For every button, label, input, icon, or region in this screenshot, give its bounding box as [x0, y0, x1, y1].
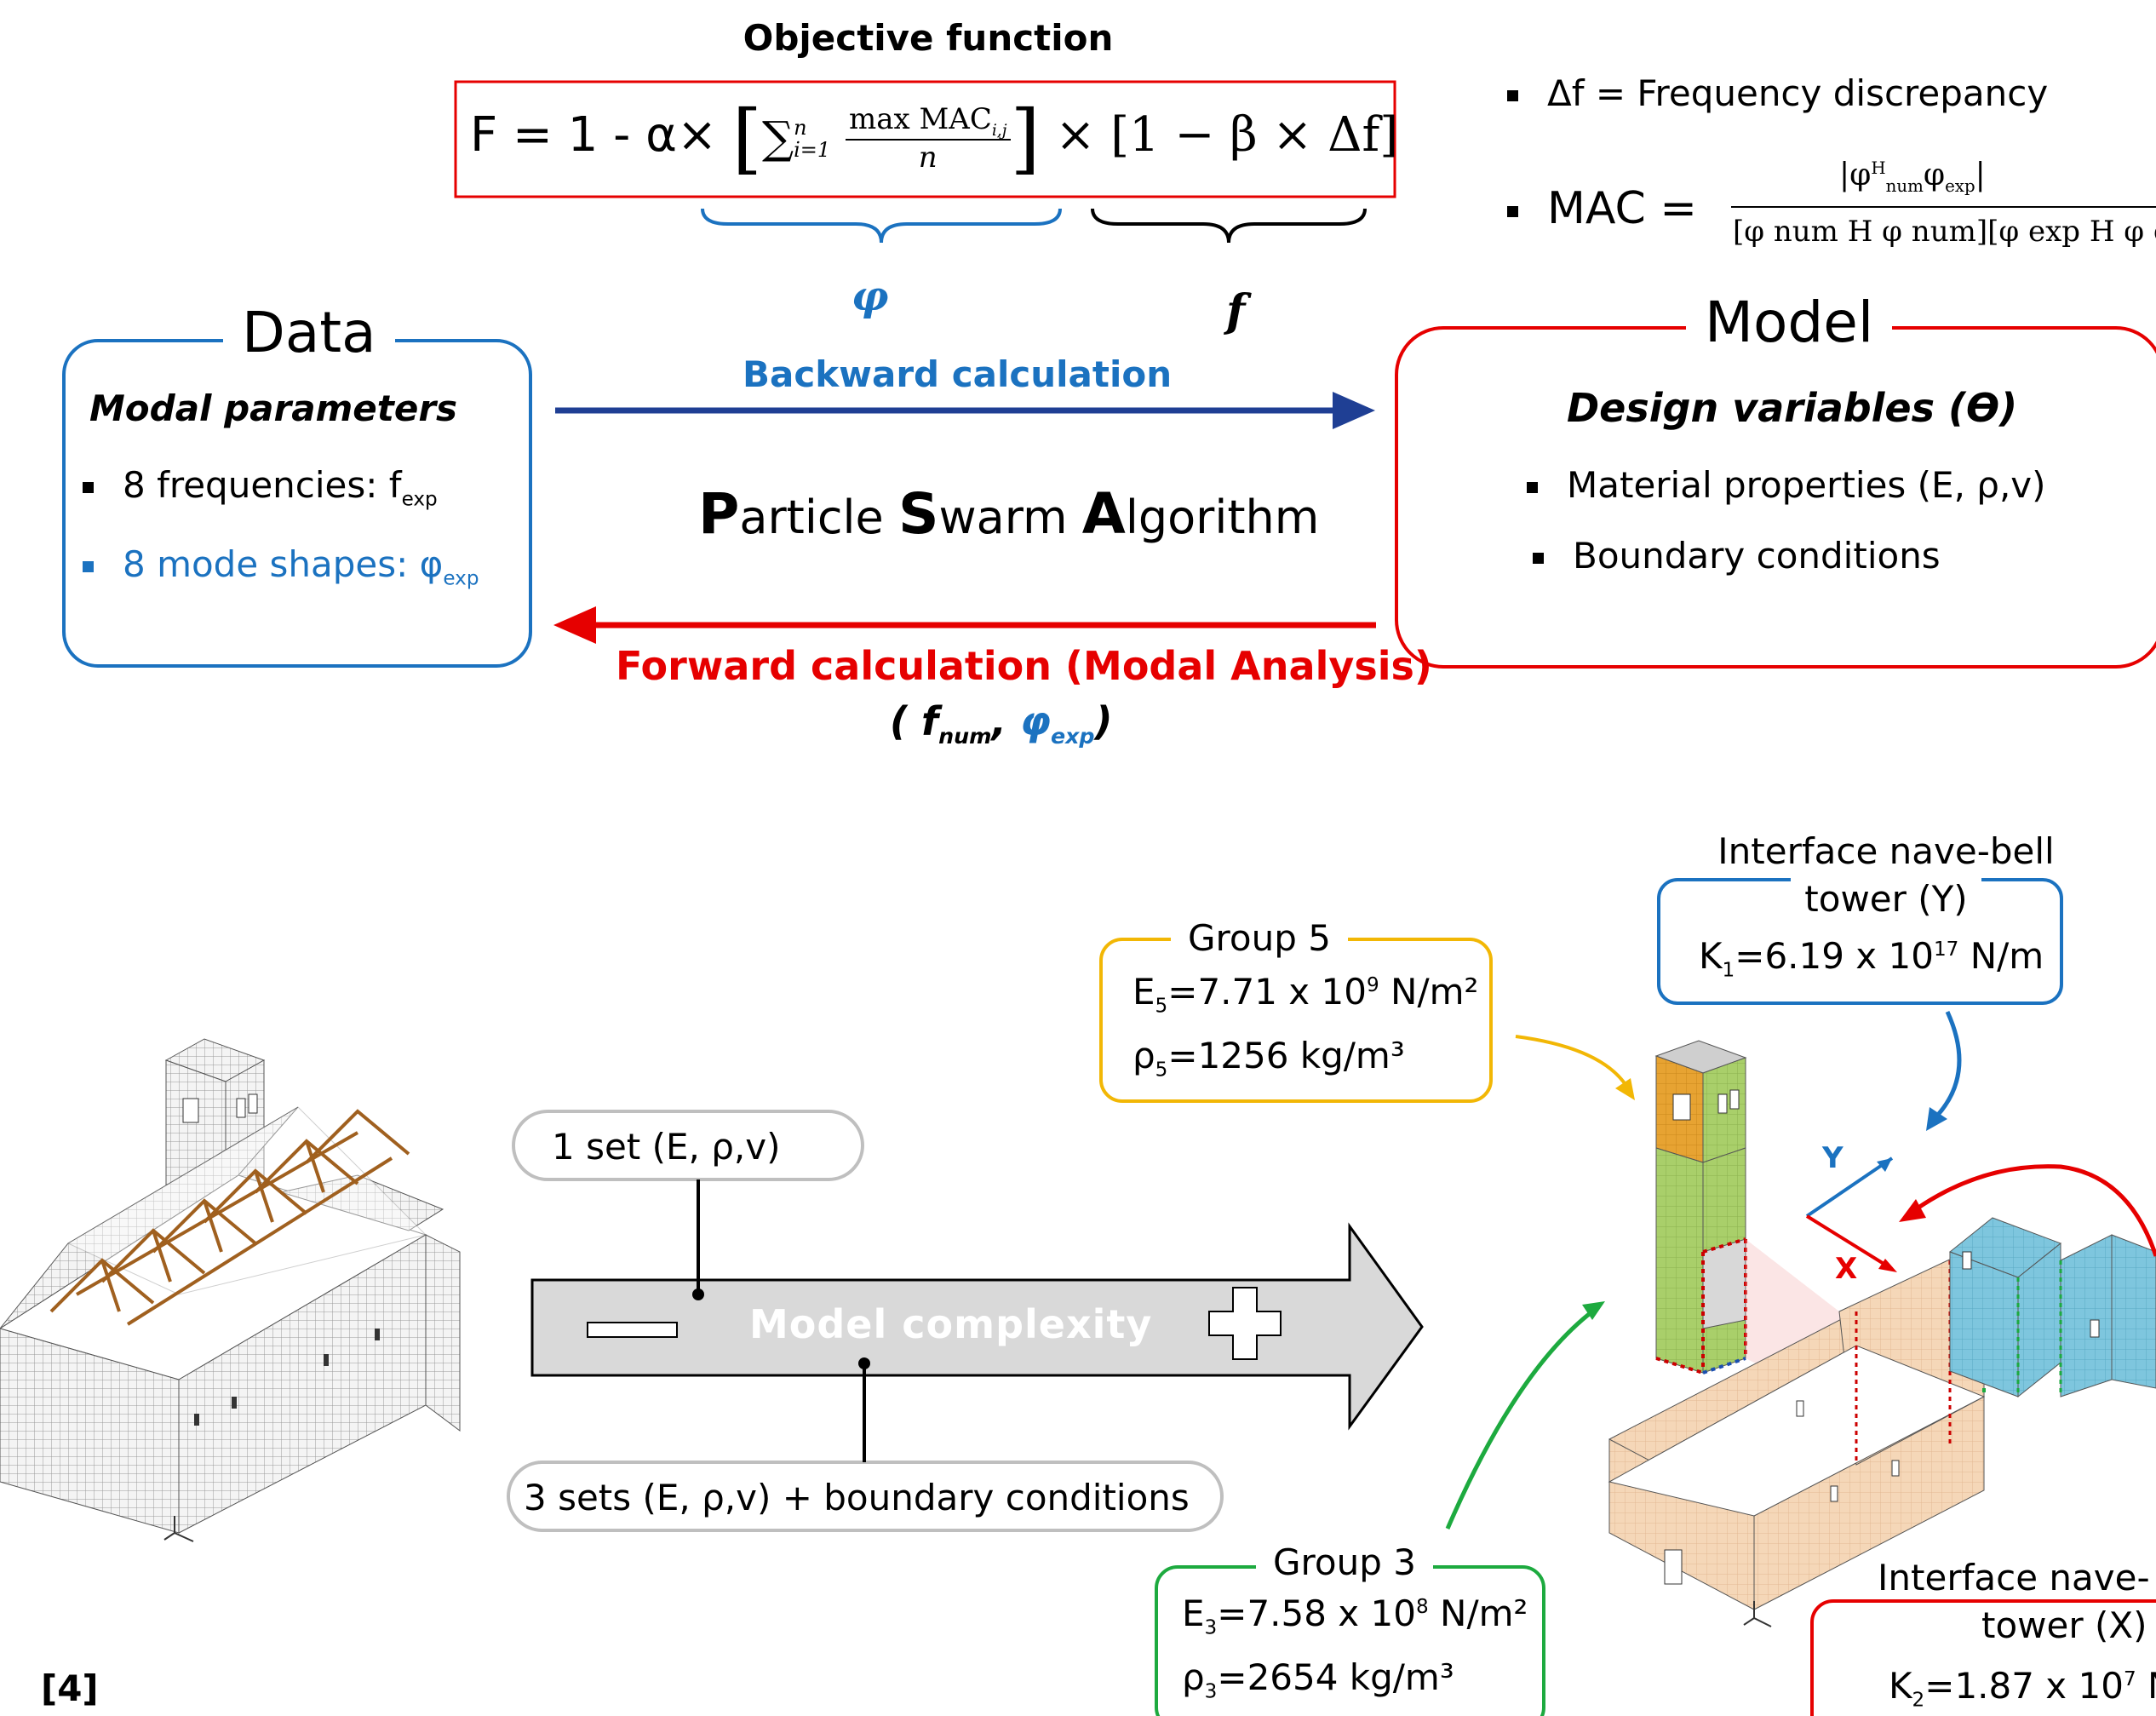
group5-rho: ρ5=1256 kg/m³ — [1132, 1035, 1405, 1082]
legend-item-frequency: Δf = Frequency discrepancy — [1507, 72, 2048, 114]
f-brace-symbol: f — [1226, 285, 1246, 337]
backward-arrowhead — [1333, 392, 1375, 429]
phi-brace — [701, 208, 1062, 244]
interface-y-k: K1=6.19 x 1017 N/m — [1699, 935, 2044, 982]
particle-swarm-algorithm: Particle Swarm Algorithm — [698, 481, 1320, 547]
model-item-boundary: Boundary conditions — [1533, 535, 1941, 577]
legend-item-mac: MAC = — [1507, 183, 1697, 234]
backward-calculation-label: Backward calculation — [743, 353, 1173, 395]
set3-label: 3 sets (E, ρ,v) + boundary conditions — [524, 1477, 1190, 1518]
church-fem-model-left — [0, 1038, 461, 1542]
axis-y-label: Y — [1822, 1141, 1843, 1175]
axis-x-label: X — [1835, 1252, 1858, 1286]
bullet-icon — [1507, 90, 1518, 101]
reference-label: [4] — [41, 1667, 99, 1709]
bullet-icon — [83, 482, 94, 493]
group5-arrow — [1515, 1035, 1628, 1088]
data-item-mode-shapes: 8 mode shapes: φexp — [83, 543, 479, 589]
sum-symbol: ∑ — [761, 112, 794, 164]
set1-box — [512, 1110, 864, 1181]
bullet-icon — [1527, 482, 1538, 493]
interface-x-k: K2=1.87 x 107 N — [1889, 1665, 2156, 1712]
group5-e: E5=7.71 x 109 N/m² — [1132, 971, 1479, 1018]
data-box-title: Data — [223, 300, 395, 365]
church-fem-model-right — [1608, 1040, 2156, 1627]
forward-calculation-vars: ( fnum, φexp) — [890, 698, 1113, 749]
group3-e: E3=7.58 x 108 N/m² — [1182, 1593, 1528, 1639]
model-box-subtitle: Design variables (ϴ) — [1567, 385, 2018, 431]
interface-y-arrow — [1935, 1010, 1962, 1117]
interface-x-title: Interface nave-tower (X) — [1878, 1554, 2156, 1650]
group3-rho: ρ3=2654 kg/m³ — [1182, 1656, 1454, 1703]
frac-denominator: n — [918, 141, 938, 175]
objective-function-title: Objective function — [743, 17, 1114, 59]
group3-title: Group 3 — [1256, 1541, 1433, 1583]
frac-numerator: max MAC — [848, 101, 992, 136]
phi-brace-symbol: φ — [852, 273, 889, 320]
model-complexity-label: Model complexity — [749, 1301, 1153, 1347]
bullet-icon — [1533, 553, 1544, 564]
f-brace — [1091, 208, 1367, 244]
frac-numerator-sub: i,j — [991, 121, 1007, 140]
formula-tail: × [1 − β × Δf] — [1055, 107, 1399, 163]
group3-arrow — [1445, 1310, 1594, 1529]
data-box-subtitle: Modal parameters — [89, 387, 458, 429]
formula-lead: F = 1 - α× — [470, 107, 718, 163]
sum-upper: n — [794, 115, 807, 140]
complexity-arrow — [530, 1222, 1424, 1431]
group5-title: Group 5 — [1171, 917, 1348, 959]
model-box-title: Model — [1686, 290, 1893, 355]
mac-fraction: max MACi,j n — [845, 101, 1011, 175]
forward-calculation-label: Forward calculation (Modal Analysis) — [616, 643, 1432, 689]
set1-label: 1 set (E, ρ,v) — [552, 1126, 781, 1168]
data-item-frequencies: 8 frequencies: fexp — [83, 464, 438, 510]
forward-arrowhead — [553, 606, 596, 644]
plus-sign — [1208, 1287, 1282, 1360]
model-item-material: Material properties (E, ρ,v) — [1527, 464, 2046, 506]
mac-denominator: [φ num H φ num][φ exp H φ exp] — [1733, 215, 2156, 249]
interface-x-box — [1810, 1599, 2156, 1716]
objective-function-box — [454, 80, 1396, 198]
mac-numerator: |φHnumφexp| — [1839, 158, 1986, 197]
interface-x-arrow — [1914, 1164, 2156, 1257]
minus-sign — [587, 1322, 678, 1338]
bullet-icon — [1507, 205, 1518, 217]
bullet-icon — [83, 561, 94, 572]
sum-lower: i=1 — [794, 137, 831, 162]
